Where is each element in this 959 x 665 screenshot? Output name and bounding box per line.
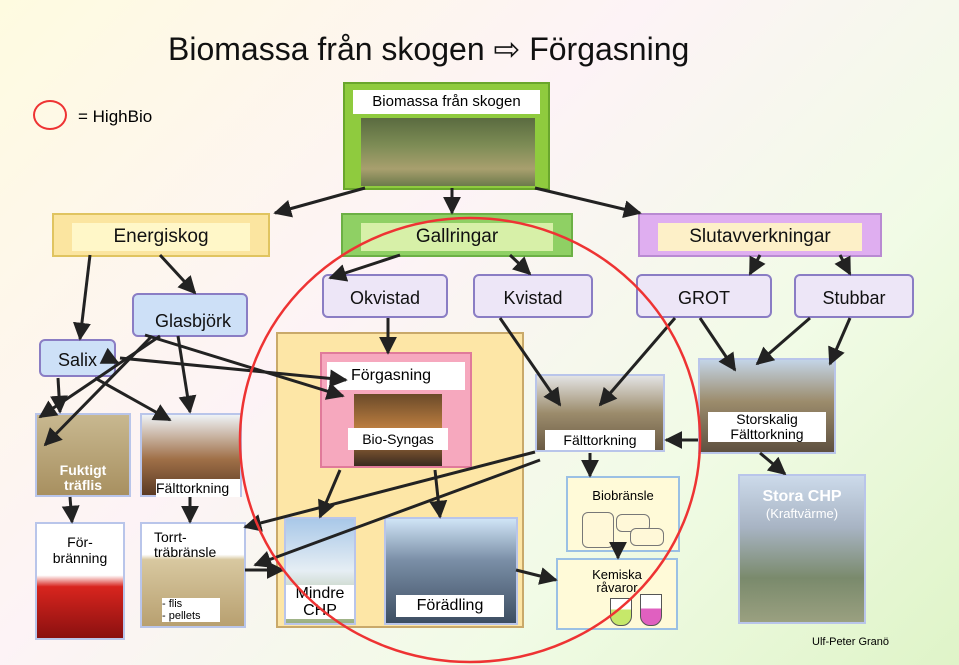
flask-icon [610, 598, 632, 626]
material-okvistad: Okvistad [322, 274, 448, 318]
highbio-legend-ring [33, 100, 67, 130]
torrt-trabransle-box: Torrt- träbränsle - flis - pellets [140, 522, 246, 628]
biobransle-box: Biobränsle [566, 476, 680, 552]
legend-label: = HighBio [78, 107, 153, 126]
forest-photo [361, 118, 535, 186]
source-box: Biomassa från skogen [343, 82, 550, 190]
forgasning-box: Förgasning Bio-Syngas [320, 352, 472, 468]
category-slutavverkningar: Slutavverkningar [638, 213, 882, 257]
forbranning-box: För- bränning [35, 522, 125, 640]
page-title: Biomassa från skogen ⇨ Förgasning [168, 31, 690, 67]
mindre-chp-box: Mindre CHP [284, 517, 356, 625]
material-glasbjork: Glasbjörk [132, 293, 248, 337]
material-kvistad: Kvistad [473, 274, 593, 318]
flask-icon [640, 594, 662, 626]
storskalig-photo: Storskalig Fälttorkning [698, 358, 836, 454]
kemiska-ravaror-box: Kemiska råvaror [556, 558, 678, 630]
fuktigt-traflis-box: Fuktigt träflis [35, 413, 131, 497]
foradling-box: Förädling [384, 517, 518, 625]
bale-icon [630, 528, 664, 546]
material-grot: GROT [636, 274, 772, 318]
author-credit: Ulf-Peter Granö [812, 636, 890, 648]
material-stubbar: Stubbar [794, 274, 914, 318]
source-label: Biomassa från skogen [353, 90, 540, 114]
stora-chp-box: Stora CHP (Kraftvärme) [738, 474, 866, 624]
bale-icon [582, 512, 614, 548]
